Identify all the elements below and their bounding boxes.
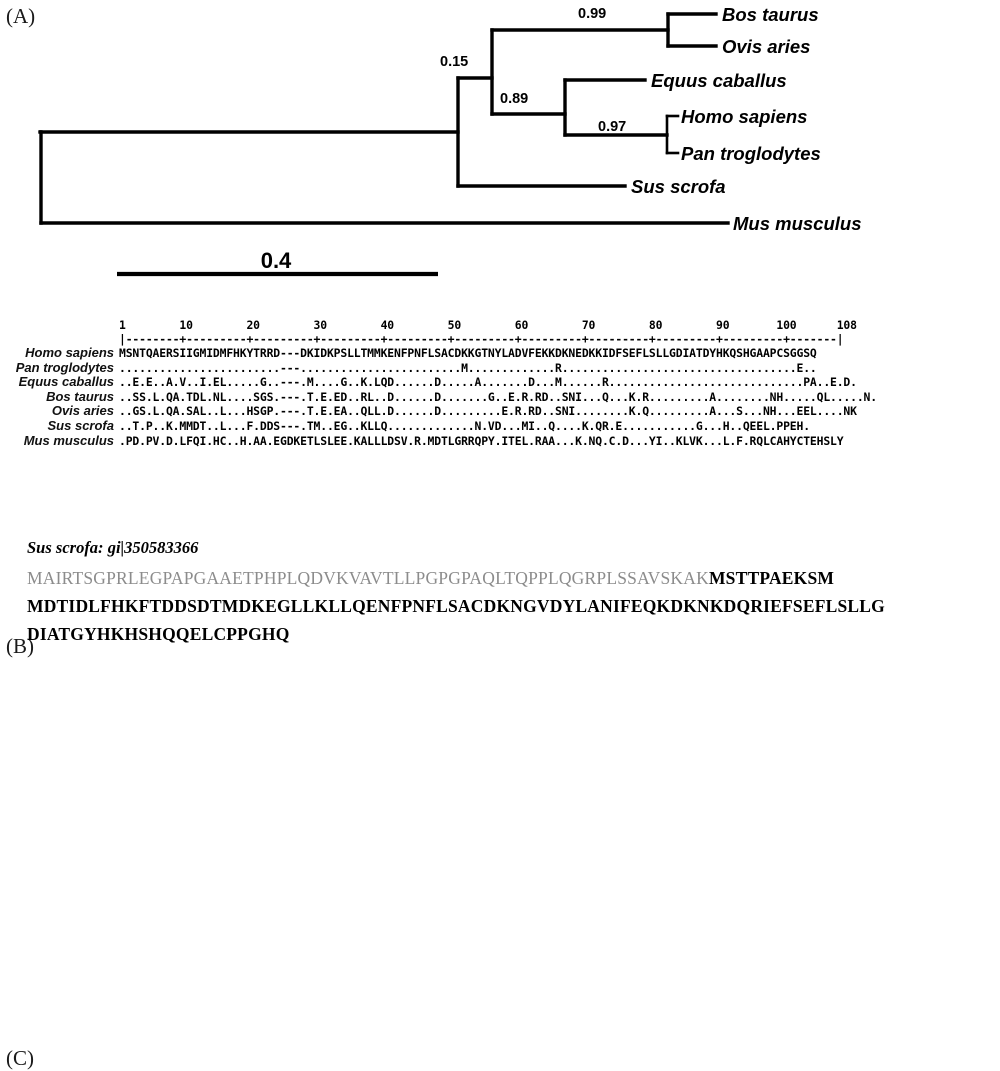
panel-c-label: (C): [6, 1046, 34, 1070]
alignment-row: Equus caballus ..E.E..A.V..I.EL.....G..-…: [0, 375, 877, 390]
sequence-accession-id: gi|350583366: [107, 538, 199, 557]
tree-scale-label: 0.4: [261, 248, 292, 273]
tree-tip-label-bos-taurus: Bos taurus: [722, 4, 819, 25]
alignment-species-label-bos-taurus: Bos taurus: [46, 388, 114, 404]
sequence-mature-segment-1: MSTTPAEKSM: [708, 568, 835, 588]
tree-support-value-089: 0.89: [500, 91, 528, 107]
panel-b-label: (B): [6, 634, 34, 658]
alignment-row: Homo sapiens MSNTQAERSIIGMIDMFHKYTRRD---…: [0, 345, 877, 361]
alignment-ruler-numbers: 1 10 20 30 40 50 60 70 80 90 100 108: [119, 318, 857, 332]
alignment-grid: 1 10 20 30 40 50 60 70 80 90 100 108 |--…: [0, 318, 877, 448]
alignment-sequence-pan-troglodytes: ........................---.............…: [119, 360, 817, 375]
tree-tip-label-mus-musculus: Mus musculus: [733, 213, 862, 234]
sequence-line-1: MAIRTSGPRLEGPAPGAAETPHPLQDVKVAVTLLPGPGPA…: [27, 568, 834, 589]
alignment-sequence-sus-scrofa: ..T.P..K.MMDT..L...F.DDS---.TM..EG..KLLQ…: [119, 418, 810, 433]
alignment-row: Ovis aries ..GS.L.QA.SAL..L...HSGP.---.T…: [0, 404, 877, 419]
sequence-mature-segment-3: DIATGYHKHSHQQELCPPGHQ: [27, 624, 290, 644]
alignment-ruler: 1 10 20 30 40 50 60 70 80 90 100 108 |--…: [0, 318, 877, 346]
tree-support-value-099: 0.99: [578, 6, 606, 22]
alignment-sequence-homo-sapiens: MSNTQAERSIIGMIDMFHKYTRRD---DKIDKPSLLTMMK…: [119, 346, 817, 360]
alignment-species-label-pan-troglodytes: Pan troglodytes: [15, 359, 114, 375]
sequence-species-name: Sus scrofa:: [27, 538, 104, 557]
panel-a-phylogenetic-tree: (A) Bos taurus Ovis aries Eq: [0, 0, 1000, 300]
alignment-species-label-mus-musculus: Mus musculus: [23, 432, 114, 448]
sequence-line-3: DIATGYHKHSHQQELCPPGHQ: [27, 624, 290, 645]
alignment-row: Pan troglodytes ........................…: [0, 359, 877, 376]
sequence-header: Sus scrofa: gi|350583366: [27, 538, 198, 558]
sequence-propeptide-segment: MAIRTSGPRLEGPAPGAAETPHPLQDVKVAVTLLPGPGPA…: [27, 568, 709, 588]
alignment-sequence-bos-taurus: ..SS.L.QA.TDL.NL....SGS.---.T.E.ED..RL..…: [119, 389, 877, 404]
sequence-mature-segment-2: MDTIDLFHKFTDDSDTMDKEGLLKLLQENFPNFLSACDKN…: [27, 596, 885, 616]
alignment-species-label-ovis-aries: Ovis aries: [51, 403, 114, 419]
panel-a-label: (A): [6, 4, 36, 28]
tree-tip-label-sus-scrofa: Sus scrofa: [631, 176, 726, 197]
alignment-ruler-ticks: |--------+---------+---------+---------+…: [119, 332, 844, 346]
tree-tip-label-ovis-aries: Ovis aries: [722, 36, 810, 57]
alignment-species-label-homo-sapiens: Homo sapiens: [25, 345, 114, 360]
tree-tip-label-equus-caballus: Equus caballus: [651, 70, 787, 91]
tree-tip-label-pan-troglodytes: Pan troglodytes: [681, 143, 821, 164]
alignment-species-label-equus-caballus: Equus caballus: [18, 374, 114, 390]
alignment-sequence-mus-musculus: .PD.PV.D.LFQI.HC..H.AA.EGDKETLSLEE.KALLL…: [119, 433, 844, 448]
alignment-row: Mus musculus .PD.PV.D.LFQI.HC..H.AA.EGDK…: [0, 432, 877, 449]
sequence-line-2: MDTIDLFHKFTDDSDTMDKEGLLKLLQENFPNFLSACDKN…: [27, 596, 885, 617]
alignment-sequence-equus-caballus: ..E.E..A.V..I.EL.....G..---.M....G..K.LQ…: [119, 375, 857, 390]
phylogenetic-tree-svg: Bos taurus Ovis aries Equus caballus Hom…: [38, 4, 862, 277]
panel-b-sequence-alignment: (B) 1 10 20 30 40 50 60 70 80 90 100 108…: [0, 318, 1000, 658]
alignment-species-label-sus-scrofa: Sus scrofa: [47, 417, 114, 433]
tree-support-value-015: 0.15: [440, 54, 468, 70]
tree-tip-label-homo-sapiens: Homo sapiens: [681, 106, 807, 127]
panel-c-sus-scrofa-sequence: (C) Sus scrofa: gi|350583366 MAIRTSGPRLE…: [0, 528, 1000, 1070]
alignment-sequence-ovis-aries: ..GS.L.QA.SAL..L...HSGP.---.T.E.EA..QLL.…: [119, 404, 857, 419]
alignment-row: Sus scrofa ..T.P..K.MMDT..L...F.DDS---.T…: [0, 417, 877, 434]
alignment-row: Bos taurus ..SS.L.QA.TDL.NL....SGS.---.T…: [0, 388, 877, 405]
tree-support-value-097: 0.97: [598, 119, 626, 135]
